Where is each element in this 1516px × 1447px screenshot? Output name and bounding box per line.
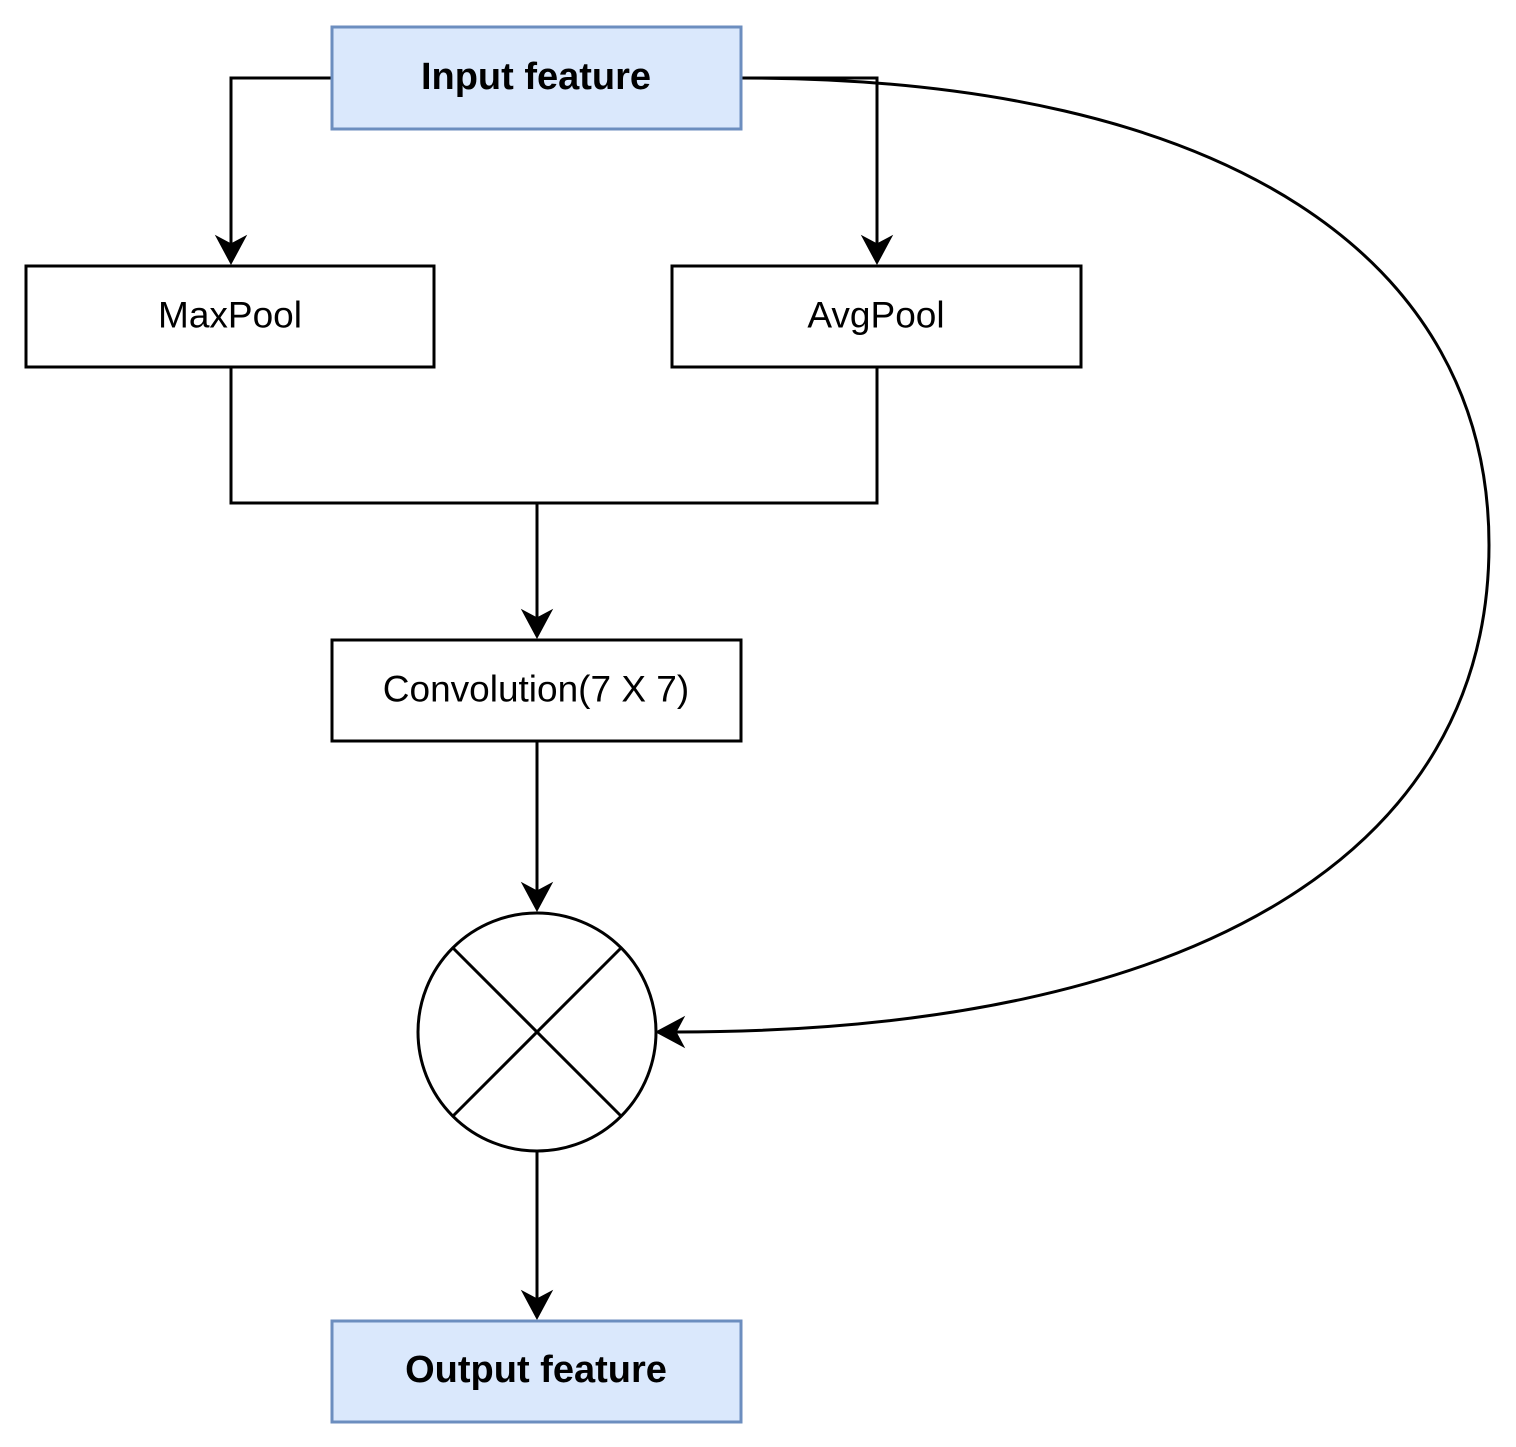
node-output-feature: Output feature	[330, 1319, 743, 1424]
node-maxpool: MaxPool	[24, 264, 436, 369]
arrowhead-avgpool	[860, 234, 894, 266]
edges	[214, 76, 1491, 1321]
maxpool-box	[24, 264, 436, 369]
input-feature-label: Input feature	[421, 56, 651, 98]
node-avgpool: AvgPool	[670, 264, 1083, 369]
edge-input-to-maxpool	[229, 76, 332, 244]
arrowhead-output	[520, 1289, 554, 1321]
convolution-label: Convolution(7 X 7)	[383, 669, 689, 710]
arrowhead-multiply-top	[520, 881, 554, 913]
avgpool-label: AvgPool	[807, 295, 944, 336]
multiply-cross-line-b	[451, 946, 623, 1118]
input-feature-box	[330, 25, 743, 131]
node-multiply	[416, 911, 658, 1153]
edge-input-skip-to-multiply	[675, 76, 1491, 1034]
edge-input-to-avgpool	[741, 76, 879, 244]
edge-pools-merge	[229, 367, 879, 505]
node-convolution: Convolution(7 X 7)	[330, 638, 743, 743]
avgpool-box	[670, 264, 1083, 369]
arrowhead-maxpool	[214, 234, 248, 266]
node-input-feature: Input feature	[330, 25, 743, 131]
maxpool-label: MaxPool	[158, 295, 302, 336]
output-feature-box	[330, 1319, 743, 1424]
arrowhead-multiply-right	[654, 1015, 686, 1049]
output-feature-label: Output feature	[405, 1349, 667, 1391]
arrowhead-conv	[520, 608, 554, 640]
convolution-box	[330, 638, 743, 743]
